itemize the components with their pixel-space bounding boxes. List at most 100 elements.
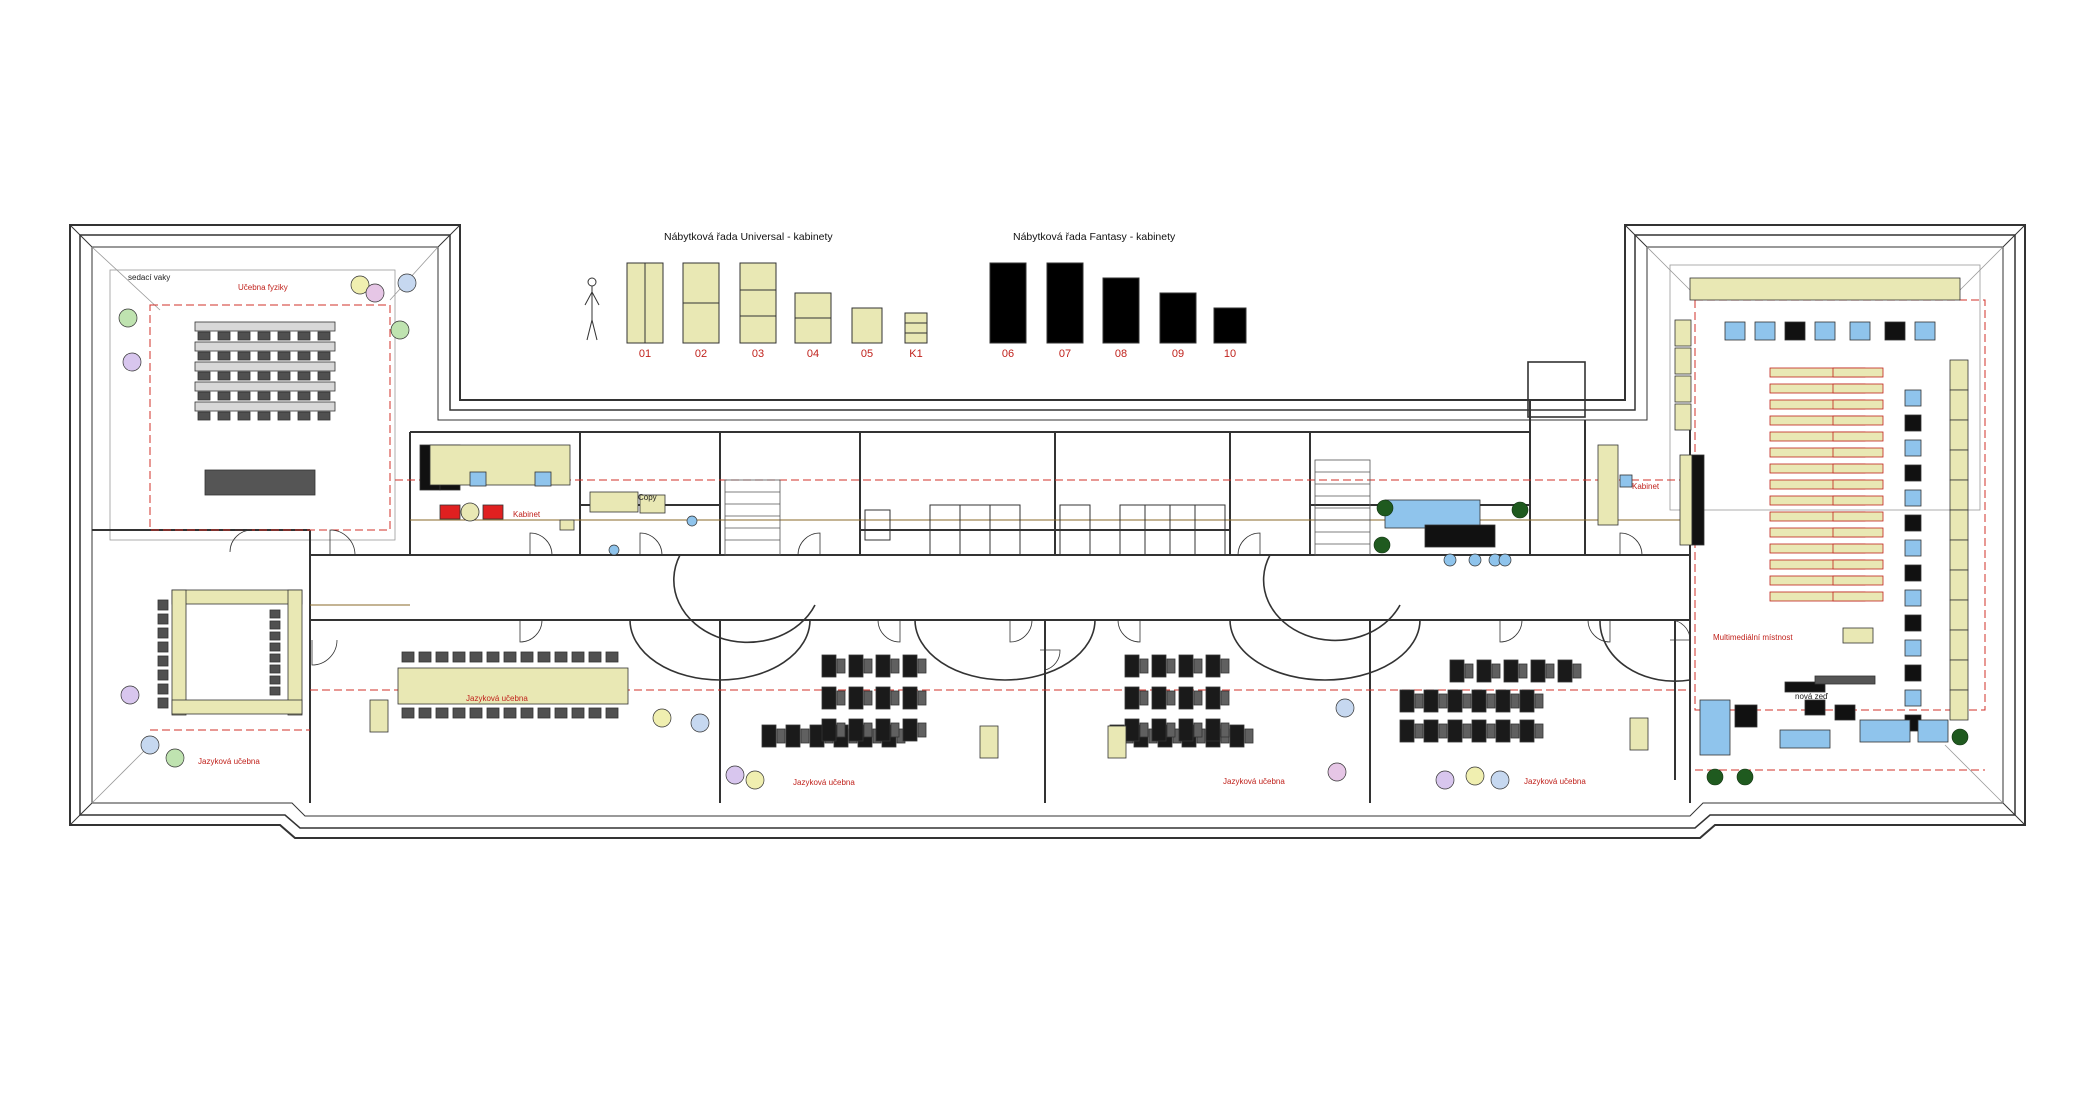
new-wall: [1814, 675, 1876, 685]
student-desk: [1557, 659, 1573, 683]
chair: [836, 690, 846, 706]
chair: [197, 371, 211, 381]
teacher-desk: [369, 699, 389, 733]
student-desk: [875, 686, 891, 710]
desk-row: [194, 381, 336, 392]
armchair: [1904, 589, 1922, 607]
chair: [277, 411, 291, 421]
student-desk: [1124, 718, 1140, 742]
student-desk: [1124, 654, 1140, 678]
student-desk: [1476, 659, 1492, 683]
row-desk: [1832, 495, 1884, 506]
shelf-unit: [1949, 419, 1969, 451]
student-desk: [1205, 686, 1221, 710]
chair: [1139, 722, 1149, 738]
label-multimedialni-mistnost: Multimediální místnost: [1713, 633, 1793, 642]
bean-bag: [397, 273, 417, 293]
label-kabinet-left: Kabinet: [513, 510, 541, 519]
coffee-table: [1804, 699, 1826, 716]
chair: [1139, 658, 1149, 674]
student-desk: [1178, 686, 1194, 710]
chair: [1166, 690, 1176, 706]
row-desk: [1832, 575, 1884, 586]
sofa: [1859, 719, 1911, 743]
code-01: 01: [639, 348, 651, 360]
toilets: [864, 504, 1226, 556]
legend: Nábytková řada Universal - kabinety Náby…: [584, 231, 1247, 360]
sofa: [1699, 699, 1731, 756]
bean-bag: [725, 765, 745, 785]
stool: [1498, 553, 1512, 567]
chair-blue: [469, 471, 487, 487]
conference-table: [397, 667, 629, 705]
chair: [605, 651, 619, 663]
stool: [1468, 553, 1482, 567]
coffee-table: [1734, 704, 1758, 728]
chair: [157, 655, 169, 667]
chair: [418, 707, 432, 719]
label-jazykova-ucebna-5: Jazyková učebna: [1524, 777, 1586, 786]
armchair: [1884, 321, 1906, 341]
chair: [469, 651, 483, 663]
chair: [1193, 722, 1203, 738]
code-10: 10: [1224, 348, 1236, 360]
code-03: 03: [752, 348, 764, 360]
chair: [269, 631, 281, 641]
chair: [157, 683, 169, 695]
bean-bag: [690, 713, 710, 733]
student-desk: [848, 718, 864, 742]
chair: [1139, 690, 1149, 706]
chair: [1545, 663, 1555, 679]
plant: [1511, 501, 1529, 519]
chair: [503, 651, 517, 663]
chair: [469, 707, 483, 719]
chair: [269, 686, 281, 696]
student-desk: [1530, 659, 1546, 683]
chair: [863, 722, 873, 738]
code-07: 07: [1059, 348, 1071, 360]
row-desk: [1832, 367, 1884, 378]
label-sedaci-vaky: sedací vaky: [128, 273, 170, 282]
curved-walls: [629, 554, 1691, 683]
chair: [452, 707, 466, 719]
desk-segment: [171, 589, 187, 716]
code-02: 02: [695, 348, 707, 360]
chair: [571, 707, 585, 719]
student-desk: [1471, 689, 1487, 713]
coffee-table: [1424, 524, 1496, 548]
shelf-unit: [1949, 479, 1969, 511]
chair: [157, 613, 169, 625]
student-desk: [875, 718, 891, 742]
chair-red: [439, 504, 461, 520]
shelf-unit: [1949, 539, 1969, 571]
shelf-unit: [1949, 449, 1969, 481]
row-desk: [1832, 431, 1884, 442]
chair: [297, 411, 311, 421]
chair: [269, 609, 281, 619]
code-04: 04: [807, 348, 819, 360]
chair: [157, 599, 169, 611]
stool: [686, 515, 698, 527]
student-desk: [902, 654, 918, 678]
chair: [890, 690, 900, 706]
armchair: [1754, 321, 1776, 341]
row-desk: [1832, 479, 1884, 490]
chair: [435, 707, 449, 719]
chair: [237, 391, 251, 401]
shelf-unit: [1949, 569, 1969, 601]
chair: [297, 351, 311, 361]
chair: [197, 411, 211, 421]
chair: [269, 653, 281, 663]
chair: [1414, 693, 1424, 709]
desk-segment: [171, 589, 303, 605]
armchair: [1849, 321, 1871, 341]
chair: [197, 391, 211, 401]
chair: [836, 658, 846, 674]
chair: [1491, 663, 1501, 679]
chair: [571, 651, 585, 663]
chair: [237, 411, 251, 421]
universal-codes: 01 02 03 04 05 K1: [639, 348, 923, 360]
student-desk: [875, 654, 891, 678]
chair: [1510, 723, 1520, 739]
